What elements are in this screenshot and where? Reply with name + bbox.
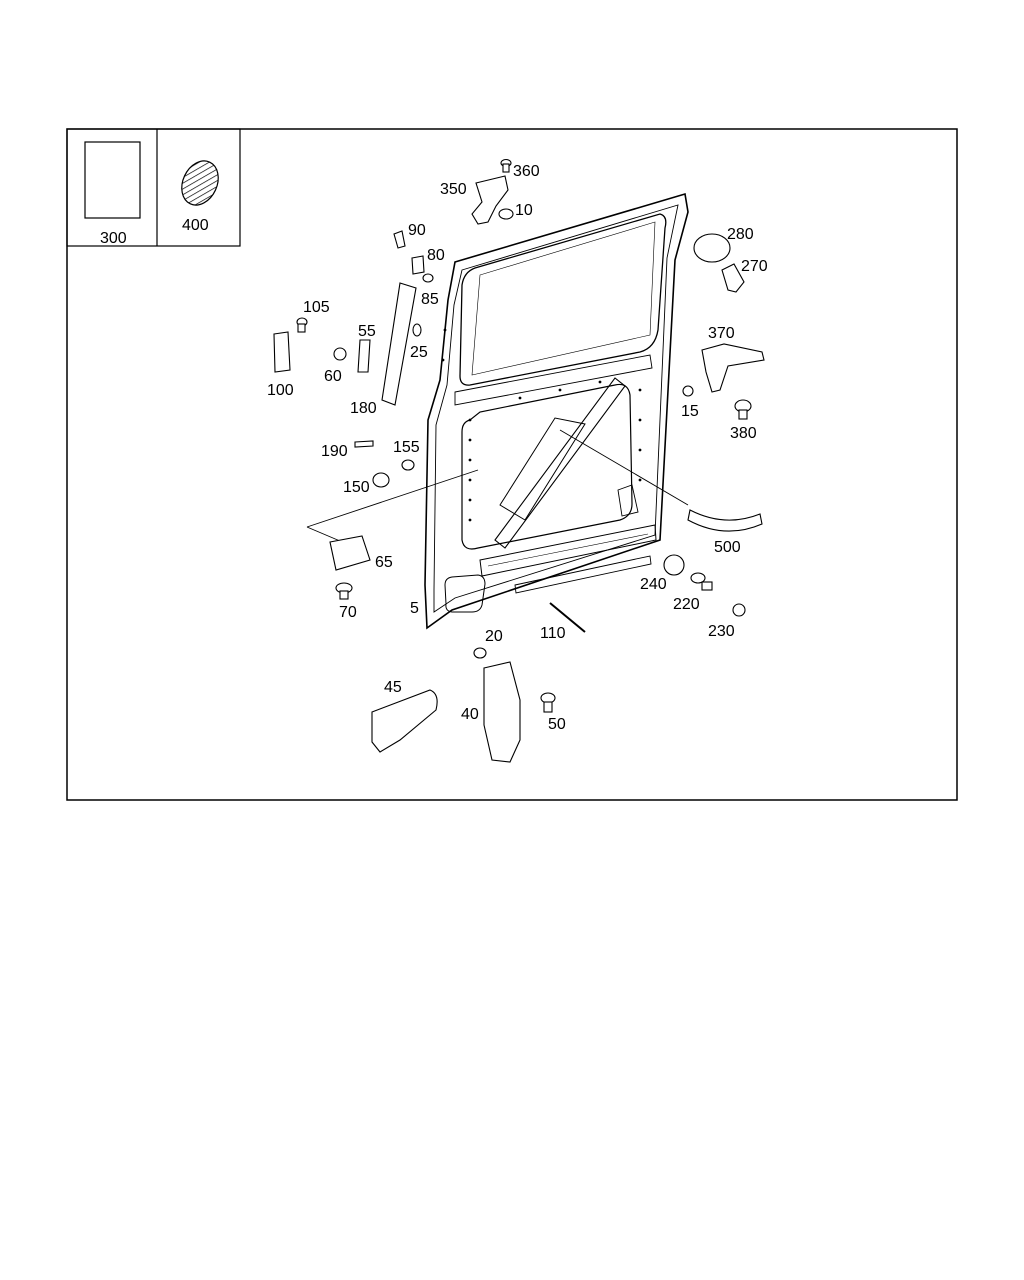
part-80-clip — [411, 255, 425, 275]
part-400-symbol — [181, 160, 219, 206]
callout-60: 60 — [324, 368, 342, 385]
callout-105: 105 — [303, 299, 330, 316]
part-350-bracket — [471, 175, 509, 225]
callout-180: 180 — [350, 400, 377, 417]
callout-155: 155 — [393, 439, 420, 456]
part-45-cover — [371, 689, 438, 753]
callout-370: 370 — [708, 325, 735, 342]
callout-70: 70 — [339, 604, 357, 621]
callout-240: 240 — [640, 576, 667, 593]
callout-5: 5 — [410, 600, 419, 617]
part-40-hinge-roller — [483, 661, 521, 763]
callout-350: 350 — [440, 181, 467, 198]
part-370-roller-arm — [701, 343, 765, 393]
callout-230: 230 — [708, 623, 735, 640]
part-55-plate — [357, 339, 371, 373]
callout-80: 80 — [427, 247, 445, 264]
callout-90: 90 — [408, 222, 426, 239]
part-100-striker — [273, 331, 291, 373]
part-10-nut — [498, 208, 514, 220]
part-280-cap — [693, 233, 731, 263]
callout-15: 15 — [681, 403, 699, 420]
callout-270: 270 — [741, 258, 768, 275]
window-opening — [459, 213, 667, 386]
part-150-bolt — [372, 472, 390, 488]
part-360-nut — [500, 158, 512, 173]
callout-100: 100 — [267, 382, 294, 399]
callout-50: 50 — [548, 716, 566, 733]
part-220-bumper — [690, 572, 713, 591]
part-25-washer — [412, 323, 422, 337]
part-240-cap — [663, 554, 685, 576]
callout-85: 85 — [421, 291, 439, 308]
callout-65: 65 — [375, 554, 393, 571]
callout-280: 280 — [727, 226, 754, 243]
part-270-bellow — [721, 263, 745, 293]
diagram-frame — [66, 128, 958, 801]
callout-190: 190 — [321, 443, 348, 460]
callout-20: 20 — [485, 628, 503, 645]
part-105-screw — [296, 317, 308, 333]
part-180-strip — [381, 282, 417, 406]
part-20-washer — [473, 647, 487, 659]
part-85-nut — [422, 273, 434, 283]
callout-380: 380 — [730, 425, 757, 442]
callout-labels: 360 350 10 90 80 85 25 280 270 105 55 10… — [267, 163, 768, 733]
callout-25: 25 — [410, 344, 428, 361]
sliding-door-panel — [424, 192, 689, 630]
callout-150: 150 — [343, 479, 370, 496]
part-155-clip — [401, 459, 415, 471]
callout-110: 110 — [540, 625, 566, 642]
diagonal-brace — [494, 377, 626, 549]
part-90-bolt — [393, 230, 406, 249]
legend-label-400: 400 — [182, 217, 209, 234]
part-110-rod — [549, 602, 586, 633]
callout-220: 220 — [673, 596, 700, 613]
callout-360: 360 — [513, 163, 540, 180]
part-500-seal — [687, 509, 763, 532]
part-50-bolt — [540, 692, 556, 713]
inner-panel-cutout — [461, 383, 633, 550]
part-15-nut — [682, 385, 694, 397]
part-230-nut — [732, 603, 746, 617]
legend-box: 300 400 — [66, 128, 241, 247]
part-70-bolt — [335, 582, 353, 600]
legend-label-300: 300 — [100, 230, 127, 247]
part-300-symbol — [84, 141, 141, 219]
callout-45: 45 — [384, 679, 402, 696]
callout-10: 10 — [515, 202, 533, 219]
part-380-bolt — [734, 399, 752, 420]
leader-lines — [306, 429, 689, 542]
callout-40: 40 — [461, 706, 479, 723]
callout-500: 500 — [714, 539, 741, 556]
part-65-bracket — [329, 535, 371, 571]
callout-55: 55 — [358, 323, 376, 340]
part-60-bolt — [333, 347, 347, 361]
part-190-pin — [354, 440, 374, 448]
